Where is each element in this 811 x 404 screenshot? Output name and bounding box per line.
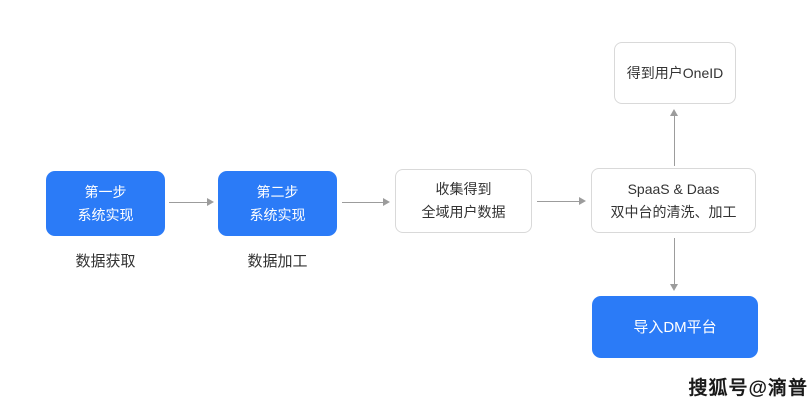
arrow-line [342,202,384,203]
node-middleware-line1: SpaaS & Daas [627,180,720,197]
node-oneid-result: 得到用户OneID [614,42,736,104]
node-collect-line1: 收集得到 [435,181,492,197]
node-step2-line1: 第二步 [256,183,299,200]
caption-step2: 数据加工 [247,253,308,270]
node-step2-line2: 系统实现 [249,206,306,223]
node-dm-label: 导入DM平台 [633,318,717,336]
arrow-right-head-icon [579,197,586,205]
arrow-middleware-to-oneid [670,109,679,166]
node-step1-line1: 第一步 [84,183,127,200]
arrow-line [537,201,580,202]
arrow-right-head-icon [207,198,214,206]
arrow-step1-to-step2 [169,198,214,207]
caption-step1: 数据获取 [75,253,136,270]
node-step2: 第二步 系统实现 [218,171,337,236]
arrow-down-head-icon [670,284,678,291]
node-middleware-processing: SpaaS & Daas 双中台的清洗、加工 [591,168,756,233]
node-collect-data: 收集得到 全域用户数据 [395,169,532,233]
arrow-middleware-to-dm [670,238,679,291]
arrow-line [674,115,675,166]
arrow-step2-to-collect [342,198,390,207]
node-step1: 第一步 系统实现 [46,171,165,236]
node-collect-line2: 全域用户数据 [421,204,506,220]
node-middleware-line2: 双中台的清洗、加工 [610,203,737,220]
node-dm-platform: 导入DM平台 [592,296,758,358]
node-step1-line2: 系统实现 [77,206,134,223]
arrow-right-head-icon [383,198,390,206]
arrow-up-head-icon [670,109,678,116]
arrow-line [169,202,208,203]
node-oneid-label: 得到用户OneID [626,64,724,81]
arrow-line [674,238,675,285]
arrow-collect-to-middleware [537,197,586,206]
sohu-watermark: 搜狐号@滴普 [688,378,808,399]
